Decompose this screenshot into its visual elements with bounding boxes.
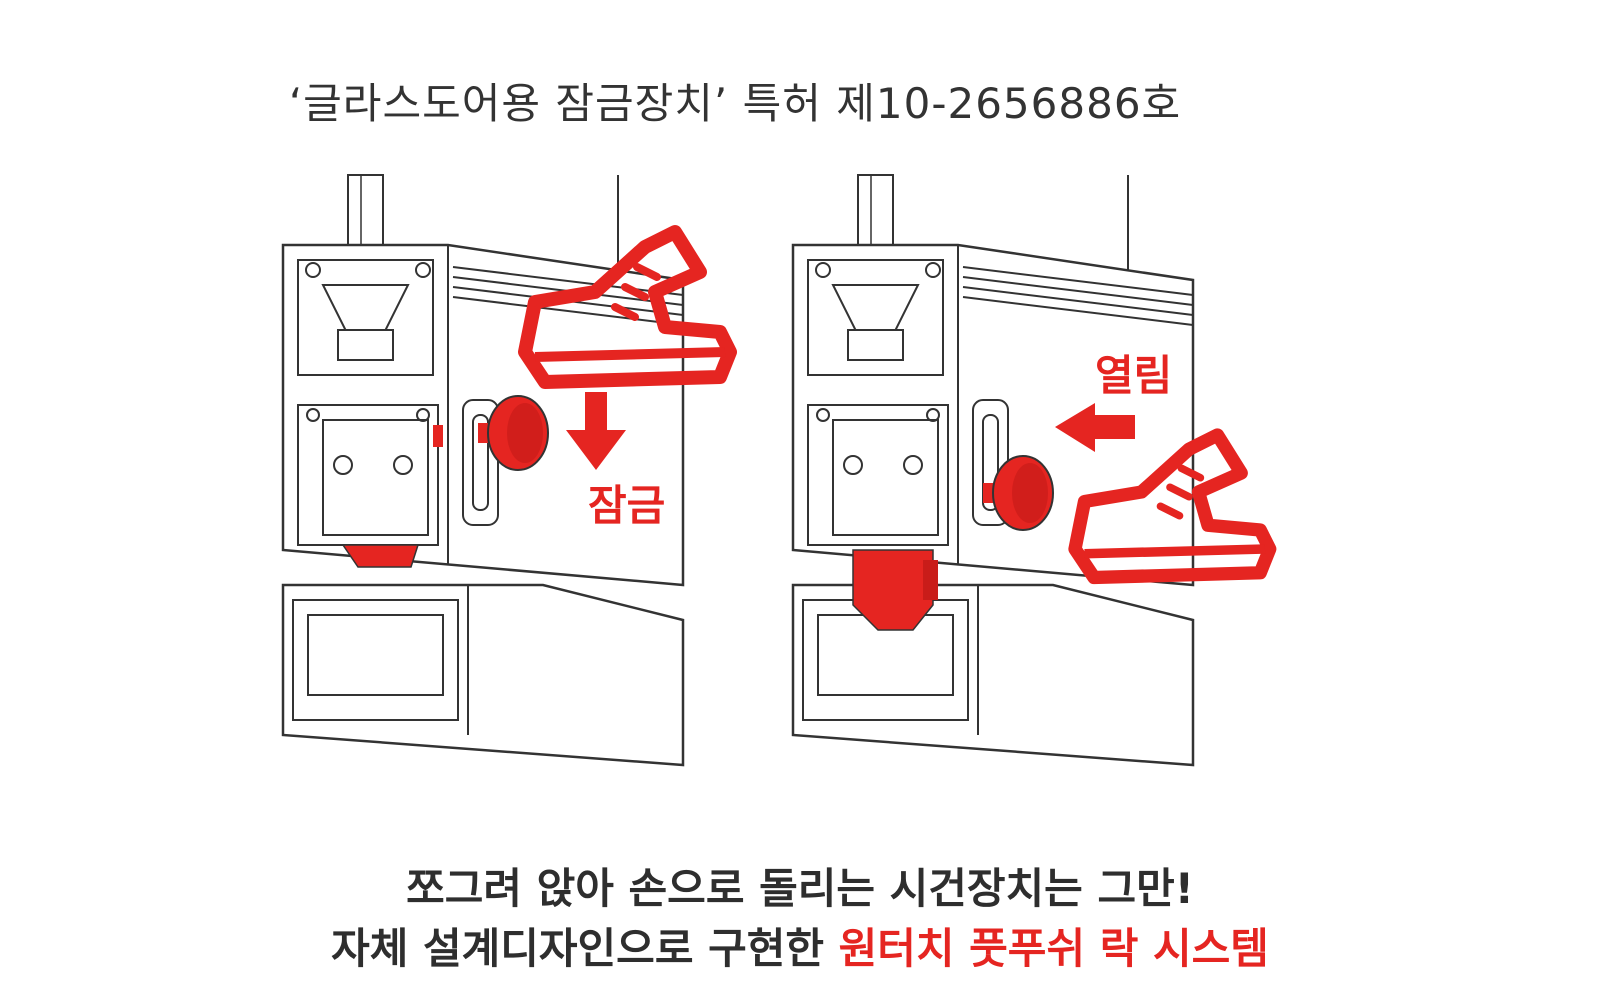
right-panel-open	[791, 173, 1195, 767]
open-label: 열림	[1095, 351, 1172, 400]
footer-highlight: 원터치 풋푸쉬 락 시스템	[838, 924, 1269, 973]
footer-line-2-prefix: 자체 설계디자인으로 구현한	[331, 924, 839, 973]
lock-label: 잠금	[588, 481, 665, 530]
patent-title-text: ‘글라스도어용 잠금장치’ 특허 제10-2656886호	[288, 79, 1182, 128]
latch-bolt	[341, 544, 420, 568]
page-title: ‘글라스도어용 잠금장치’ 특허 제10-2656886호	[0, 70, 1600, 131]
footer-line-2: 자체 설계디자인으로 구현한 원터치 풋푸쉬 락 시스템	[0, 915, 1600, 976]
left-arrow-icon	[1055, 403, 1135, 452]
latch-bolt	[852, 549, 934, 631]
footer-line-1: 쪼그려 앉아 손으로 돌리는 시건장치는 그만!	[0, 855, 1600, 916]
push-knob	[983, 455, 1054, 531]
left-panel-locked	[281, 173, 685, 767]
push-knob	[478, 395, 549, 471]
footer-line-1-text: 쪼그려 앉아 손으로 돌리는 시건장치는 그만!	[406, 864, 1194, 913]
down-arrow-icon	[566, 392, 626, 470]
